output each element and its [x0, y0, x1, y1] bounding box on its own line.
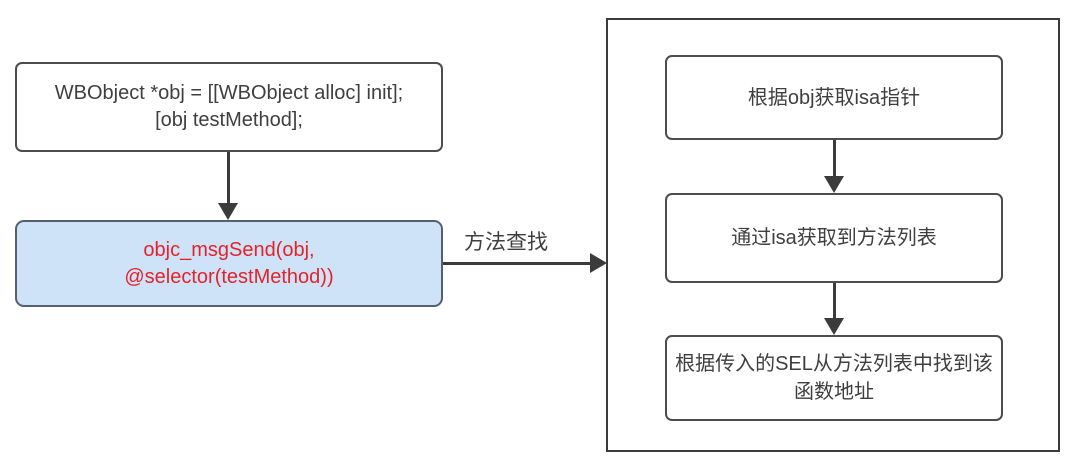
step-label: 根据obj获取isa指针: [747, 86, 921, 109]
arrow-step2-to-step3-head-icon: [824, 318, 844, 335]
arrow-step2-to-step3-line: [833, 283, 836, 319]
arrow-code-to-msgsend-head-icon: [218, 203, 238, 220]
step-box-get-isa: 根据obj获取isa指针: [665, 55, 1003, 140]
msgsend-line-2: @selector(testMethod)): [124, 265, 334, 288]
arrow-code-to-msgsend-line: [227, 152, 230, 204]
code-line-2: [obj testMethod];: [155, 109, 303, 131]
lookup-arrow-label: 方法查找: [464, 231, 548, 254]
code-box: WBObject *obj = [[WBObject alloc] init];…: [15, 62, 443, 152]
arrow-step1-to-step2-head-icon: [824, 176, 844, 193]
step-label: 根据传入的SEL从方法列表中找到该函数地址: [675, 353, 993, 403]
step-box-method-list: 通过isa获取到方法列表: [665, 193, 1003, 283]
step-box-find-sel: 根据传入的SEL从方法列表中找到该函数地址: [665, 335, 1003, 421]
arrow-lookup-line: [443, 262, 591, 265]
arrow-step1-to-step2-line: [833, 140, 836, 177]
msgsend-box: objc_msgSend(obj, @selector(testMethod)): [15, 220, 443, 307]
code-line-1: WBObject *obj = [[WBObject alloc] init];: [54, 82, 404, 104]
msgsend-line-1: objc_msgSend(obj,: [143, 238, 315, 261]
step-label: 通过isa获取到方法列表: [731, 227, 937, 249]
arrow-lookup-head-icon: [590, 253, 607, 273]
